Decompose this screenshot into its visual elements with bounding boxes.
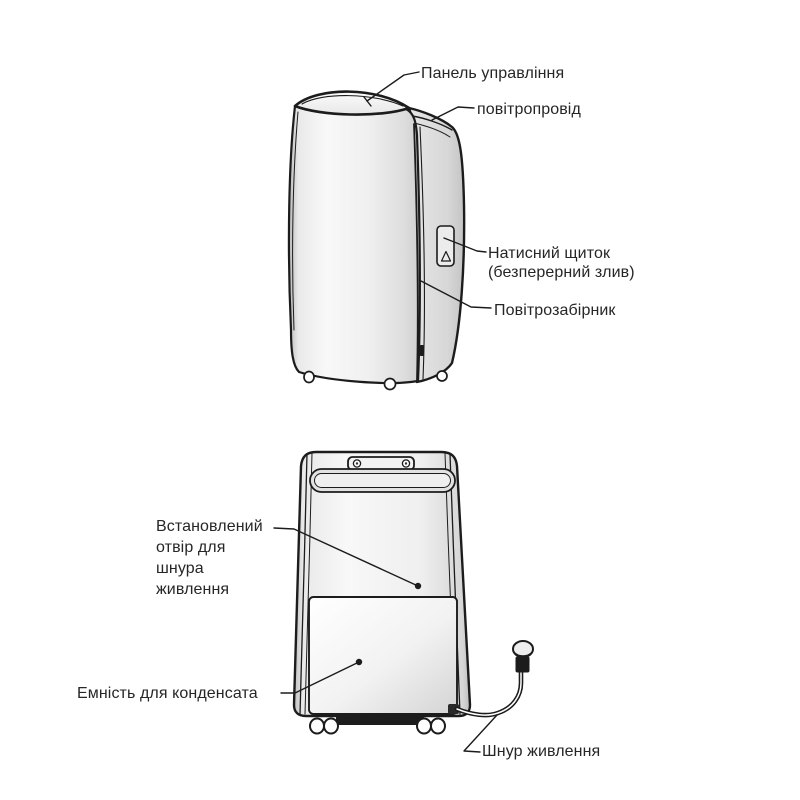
caster-wheel xyxy=(383,377,397,391)
casters-rear-view xyxy=(309,717,446,735)
handle-recess-inner xyxy=(314,473,451,488)
label-condensate-tank: Емність для конденсата xyxy=(77,685,258,702)
handle-screw-center xyxy=(355,462,359,465)
cord-outlet xyxy=(448,704,459,714)
caster-wheel xyxy=(309,717,325,735)
figure-front-side-view xyxy=(287,90,466,391)
leader-condensate-tank-dot xyxy=(355,658,363,666)
leader-control-panel xyxy=(366,71,420,102)
leader-lines xyxy=(273,71,498,753)
leader-press-panel xyxy=(443,237,487,253)
label-air-duct: повітропровід xyxy=(477,101,581,118)
casters-front-view xyxy=(303,370,448,391)
plug-head xyxy=(512,640,534,658)
label-power-cord: Шнур живлення xyxy=(482,743,601,760)
leader-control-panel-tick xyxy=(363,96,372,107)
label-control-panel: Панель управління xyxy=(421,65,565,82)
front-left-seam xyxy=(292,111,299,331)
plug-band xyxy=(515,656,530,673)
rear-left-seam xyxy=(299,453,308,715)
label-air-intake: Повітрозабірник xyxy=(494,302,616,319)
leader-air-duct xyxy=(431,106,475,121)
caster-wheel xyxy=(436,370,448,382)
leader-cord-hole-dot xyxy=(414,582,422,590)
caster-wheel xyxy=(323,717,339,735)
figure-rear-view xyxy=(292,450,534,735)
handle-screw-center xyxy=(404,462,408,465)
leader-power-cord xyxy=(463,714,498,753)
label-cord-hole: Встановлений отвір для шнура живлення xyxy=(156,518,263,598)
plug-head-line xyxy=(513,651,533,657)
top-control-panel-rim xyxy=(301,95,404,107)
base-strip xyxy=(336,715,424,725)
leader-condensate-tank xyxy=(280,661,360,694)
duct-seam-inner xyxy=(413,122,451,138)
label-press-panel: Натисний щиток (безперерний злив) xyxy=(488,245,635,281)
duct-seam xyxy=(411,115,453,131)
condensate-tank xyxy=(308,596,458,715)
press-panel xyxy=(436,225,455,267)
front-panel xyxy=(287,104,421,385)
air-intake-groove xyxy=(413,123,419,381)
groove-latch xyxy=(419,345,424,356)
press-panel-triangle xyxy=(440,250,452,262)
power-cord-highlight xyxy=(456,670,522,716)
caster-wheel xyxy=(416,717,432,735)
leader-air-intake xyxy=(420,280,492,309)
top-control-panel xyxy=(293,90,411,116)
caster-wheel xyxy=(430,717,446,735)
leader-cord-hole xyxy=(273,527,419,587)
caster-wheel xyxy=(303,370,315,384)
